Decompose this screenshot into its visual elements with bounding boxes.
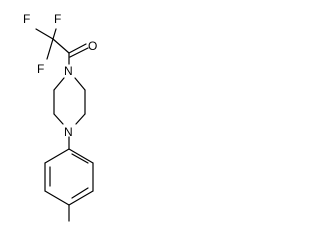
bond-ring-5	[53, 113, 64, 125]
atom-label-n-bottom: N	[64, 125, 73, 139]
bond-c-f-top-left	[35, 28, 54, 40]
atom-label-f-top-left: F	[23, 12, 30, 26]
atom-label-o: O	[88, 39, 97, 53]
bond-ring-2	[74, 77, 86, 91]
bond-benzene-6	[44, 148, 70, 164]
bond-benzene-1	[68, 148, 94, 164]
chemical-structure-diagram: F F F O N N	[23, 12, 97, 222]
bond-ring-1	[53, 77, 65, 91]
bond-benzene-3	[68, 190, 94, 206]
bond-carbonyl-double-2	[69, 47, 89, 58]
bond-benzene-4	[44, 190, 70, 206]
bond-ring-6	[75, 113, 86, 125]
bond-benzene-inner-2	[71, 187, 89, 199]
atom-label-f-bottom: F	[37, 62, 44, 76]
bond-carbonyl-double-1	[68, 43, 87, 54]
bond-c-f-top-right	[52, 28, 57, 40]
bond-cf3-carbonyl	[52, 38, 70, 54]
bond-benzene-inner-1	[71, 153, 89, 164]
atom-label-n-top: N	[64, 64, 73, 78]
atom-label-f-top-right: F	[54, 12, 61, 26]
bond-c-f-bottom	[46, 38, 54, 60]
